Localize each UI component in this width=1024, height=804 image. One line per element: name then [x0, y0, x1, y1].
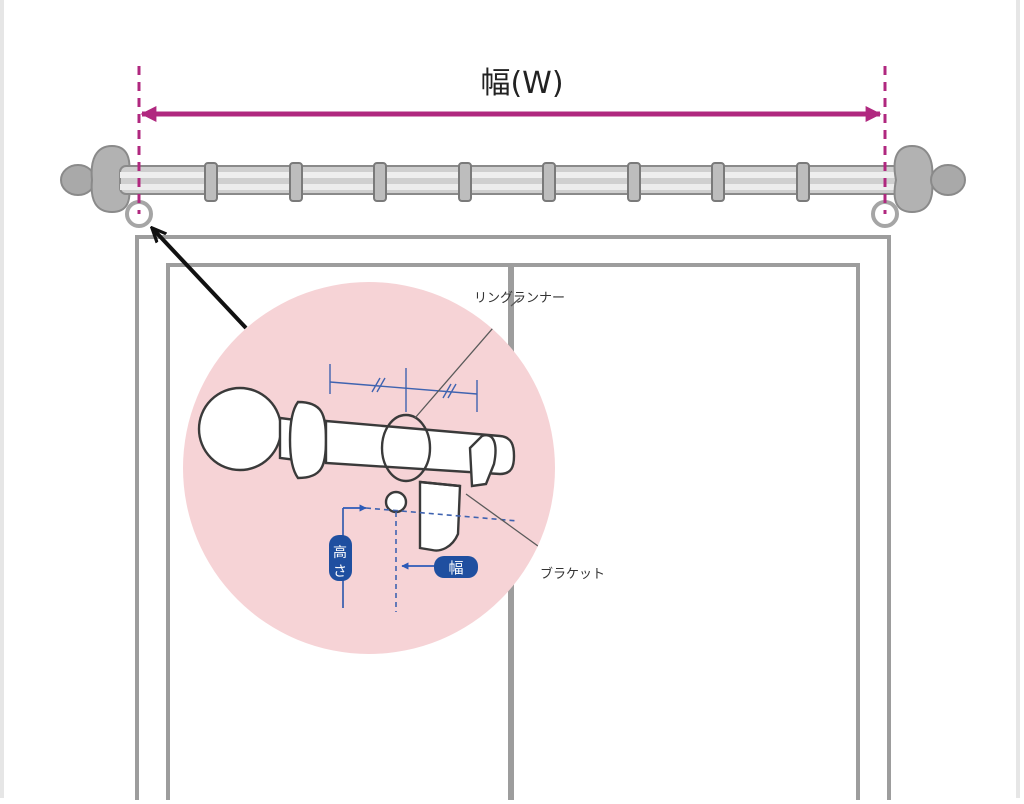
height-tag: [329, 535, 352, 581]
width-tag-label: 幅: [448, 559, 463, 577]
rod-detail: [197, 386, 516, 552]
bracket-label: ブラケット: [540, 566, 605, 582]
height-tag-label-1: 高: [333, 544, 347, 561]
zoom-detail-circle: 高 さ 幅 リングランナー ブラケット: [183, 282, 605, 654]
bracket-dimensions: 高 さ 幅: [329, 504, 519, 612]
pointer-arrow: [153, 229, 248, 330]
rod-rings: [204, 162, 810, 202]
ring-spacing-dimension: [329, 364, 478, 412]
curtain-rod: [60, 144, 966, 228]
width-label: 幅(W): [480, 66, 563, 101]
height-tag-label-2: さ: [333, 564, 347, 580]
width-tag: [434, 556, 478, 578]
ring-runner-label: リングランナー: [474, 291, 565, 306]
width-measurement: 幅(W): [137, 66, 887, 214]
